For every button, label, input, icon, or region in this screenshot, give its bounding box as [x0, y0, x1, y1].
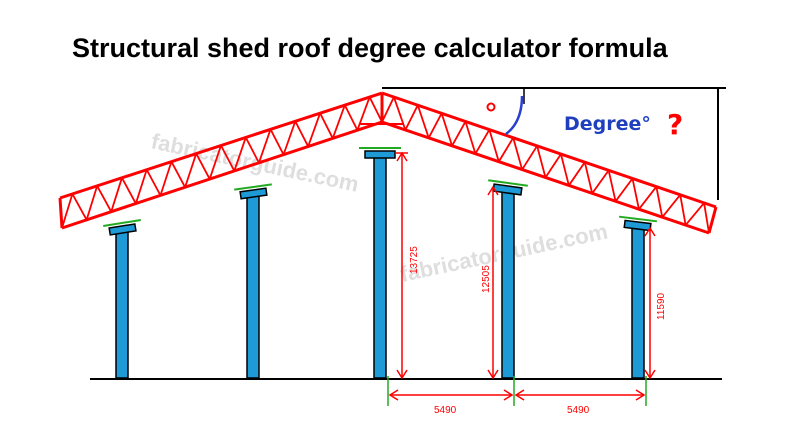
- truss-web-member: [381, 96, 395, 123]
- truss-web-member: [121, 177, 137, 204]
- truss-web-member: [591, 169, 610, 194]
- truss-web-member: [655, 186, 664, 218]
- truss-web-member: [233, 137, 247, 172]
- truss-web-member: [85, 185, 99, 221]
- column-shaft: [501, 191, 515, 379]
- truss-web-member: [220, 145, 236, 172]
- truss-web-member: [307, 112, 321, 147]
- truss-web-member: [498, 137, 514, 163]
- truss-web-member: [474, 129, 491, 155]
- column-shaft: [631, 227, 645, 379]
- truss-web-member: [464, 121, 477, 154]
- truss-web-member: [208, 145, 222, 180]
- truss-web-member: [368, 96, 383, 123]
- question-mark: ?: [667, 108, 683, 141]
- truss-web-member: [96, 185, 113, 213]
- truss-web-member: [631, 178, 640, 210]
- truss-web-member: [684, 202, 705, 226]
- truss-web-member: [661, 194, 681, 218]
- truss-web-member: [544, 153, 562, 178]
- dim-mid-height: 12505: [481, 265, 492, 293]
- truss-bottom-chord-left: [61, 120, 383, 230]
- column-cap-plate: [239, 187, 268, 200]
- truss-web-member: [269, 128, 285, 156]
- bearing-line: [488, 179, 528, 187]
- truss-web-member: [344, 104, 359, 131]
- angle-marker: [486, 102, 496, 112]
- truss-web-member: [560, 153, 570, 186]
- bearing-line: [619, 215, 657, 223]
- column-shaft: [246, 195, 260, 379]
- truss-web-member: [536, 145, 547, 178]
- truss-web-member: [488, 129, 500, 162]
- truss-web-member: [512, 137, 524, 170]
- truss-end-post-left: [58, 197, 64, 229]
- column-shaft: [115, 231, 129, 379]
- truss-web-member: [110, 177, 123, 212]
- dim-center-height: 13725: [409, 246, 420, 274]
- truss-web-member: [451, 121, 467, 147]
- truss-web-member: [440, 113, 453, 147]
- column-cap-plate: [108, 223, 137, 236]
- angle-reference: [382, 87, 726, 200]
- truss-web-member: [404, 104, 419, 131]
- truss-web-member: [416, 104, 430, 139]
- truss-web-member: [258, 129, 272, 164]
- truss-web-member: [170, 161, 186, 188]
- truss-web-member: [71, 193, 88, 221]
- truss-web-member: [294, 120, 309, 147]
- column-cap-plate: [364, 150, 396, 159]
- steel-column: [619, 215, 657, 379]
- truss-web-member: [703, 202, 710, 234]
- truss-web-member: [583, 162, 594, 194]
- truss-web-member: [427, 112, 443, 139]
- column-shaft: [373, 156, 387, 379]
- steel-column: [359, 147, 401, 379]
- angle-arc: [505, 95, 524, 135]
- angle-label: Degree°: [564, 113, 651, 135]
- truss-web-member: [145, 169, 162, 196]
- roof-truss: [58, 91, 718, 235]
- truss-web-member: [184, 153, 198, 188]
- dim-eave-height: 11590: [656, 292, 667, 320]
- page-title: Structural shed roof degree calculator f…: [72, 33, 669, 63]
- truss-web-member: [244, 137, 260, 164]
- truss-web-member: [679, 194, 687, 226]
- truss-web-member: [195, 153, 211, 180]
- truss-web-member: [319, 112, 334, 139]
- truss-web-member: [614, 177, 634, 202]
- bearing-line: [234, 183, 272, 191]
- columns: [103, 147, 657, 379]
- steel-column: [488, 179, 528, 379]
- steel-column: [234, 183, 272, 379]
- dim-span-1: 5490: [434, 405, 457, 416]
- truss-web-member: [607, 170, 617, 202]
- bearing-line: [103, 219, 141, 227]
- truss-end-post-right: [707, 206, 718, 234]
- truss-web-member: [356, 96, 371, 131]
- truss-web-member: [331, 104, 346, 139]
- column-cap-plate: [623, 219, 652, 232]
- truss-web-member: [61, 193, 74, 229]
- truss-web-member: [568, 161, 586, 186]
- truss-web-member: [282, 120, 297, 155]
- truss-web-member: [638, 186, 658, 210]
- truss-top-chord-right: [381, 91, 717, 209]
- truss-web-member: [521, 145, 538, 171]
- dim-span-2: 5490: [567, 405, 590, 416]
- dimension-lines: [387, 151, 656, 406]
- truss-web-member: [134, 169, 148, 204]
- truss-web-member: [159, 161, 173, 196]
- steel-column: [103, 219, 141, 379]
